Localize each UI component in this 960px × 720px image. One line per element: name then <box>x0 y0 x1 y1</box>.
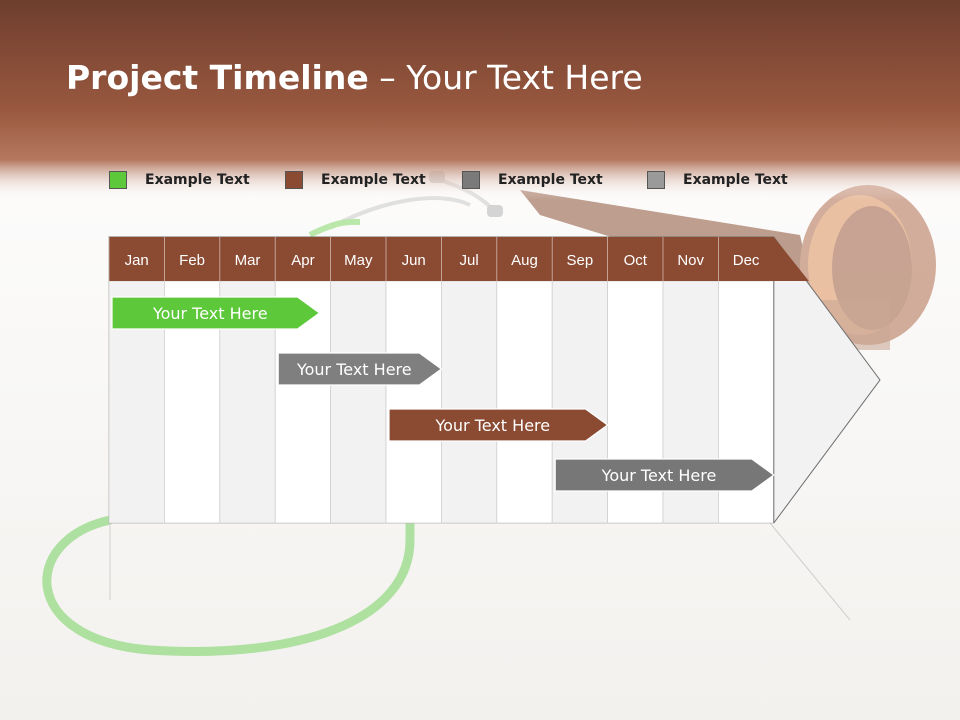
month-label: Oct <box>624 252 648 269</box>
legend-swatch-1 <box>109 171 127 189</box>
timeline-header <box>109 237 809 281</box>
month-label: Mar <box>235 252 261 269</box>
month-column <box>496 280 553 524</box>
task-arrow <box>277 352 443 386</box>
month-label: Feb <box>179 252 205 269</box>
page-title: Project Timeline – Your Text Here <box>66 58 643 97</box>
legend-label-2: Example Text <box>321 172 426 188</box>
month-label: Jul <box>460 252 479 269</box>
legend-swatch-3 <box>462 171 480 189</box>
task-arrow <box>111 296 321 330</box>
month-label: Jun <box>402 252 426 269</box>
month-label: Sep <box>567 252 594 269</box>
task-label: Your Text Here <box>152 304 268 323</box>
task-label: Your Text Here <box>296 360 412 379</box>
task-arrow <box>388 408 609 442</box>
month-column <box>440 280 498 524</box>
month-column <box>385 280 442 524</box>
legend-label-4: Example Text <box>683 172 788 188</box>
legend-swatch-2 <box>285 171 303 189</box>
month-column <box>330 280 387 524</box>
legend-swatch-4 <box>647 171 665 189</box>
month-label: Jan <box>125 252 149 269</box>
month-label: Nov <box>677 252 704 269</box>
task-label: Your Text Here <box>601 466 717 485</box>
month-label: Apr <box>291 252 314 269</box>
title-rest: – Your Text Here <box>368 58 643 97</box>
legend-label-3: Example Text <box>498 172 603 188</box>
month-label: May <box>344 252 373 269</box>
legend-label-1: Example Text <box>145 172 250 188</box>
task-arrow <box>554 458 775 492</box>
month-label: Dec <box>733 252 760 269</box>
title-bold: Project Timeline <box>66 58 369 97</box>
month-label: Aug <box>511 252 538 269</box>
task-label: Your Text Here <box>434 416 550 435</box>
